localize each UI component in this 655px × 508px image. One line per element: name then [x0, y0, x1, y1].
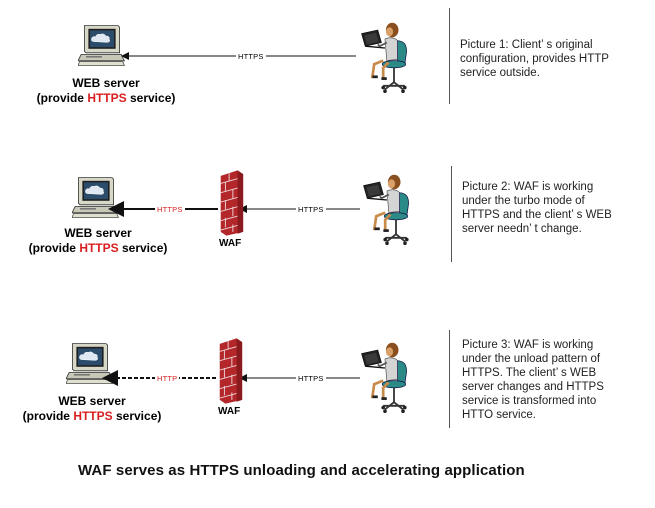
caption-3: Picture 3: WAF is working under the unlo… — [462, 339, 604, 421]
protocol-label-right: HTTPS — [296, 374, 326, 383]
web-server-label: WEB server (provide HTTPS service) — [28, 226, 168, 256]
divider-line — [451, 166, 452, 262]
caption-1: Picture 1: Client’ s original configurat… — [460, 39, 609, 79]
web-server-label: WEB server (provide HTTPS service) — [36, 76, 176, 106]
firewall-icon — [216, 338, 244, 404]
protocol-label-right: HTTPS — [296, 205, 326, 214]
divider-line — [449, 330, 450, 428]
protocol-label-left: HTTP — [155, 374, 180, 383]
waf-label: WAF — [219, 238, 242, 249]
web-server-title: WEB server — [64, 226, 132, 240]
web-server-title: WEB server — [72, 76, 140, 90]
protocol-label-left: HTTPS — [155, 205, 185, 214]
web-server-service: (provide HTTPS service) — [36, 91, 176, 105]
caption-2: Picture 2: WAF is working under the turb… — [462, 181, 612, 235]
user-icon — [358, 340, 412, 414]
web-server-service: (provide HTTPS service) — [22, 409, 162, 423]
web-server-label: WEB server (provide HTTPS service) — [22, 394, 162, 424]
footer-title: WAF serves as HTTPS unloading and accele… — [78, 462, 525, 479]
web-server-title: WEB server — [58, 394, 126, 408]
web-server-service: (provide HTTPS service) — [28, 241, 168, 255]
divider-line — [449, 8, 450, 104]
protocol-label-right: HTTPS — [236, 52, 266, 61]
waf-label: WAF — [218, 406, 241, 417]
